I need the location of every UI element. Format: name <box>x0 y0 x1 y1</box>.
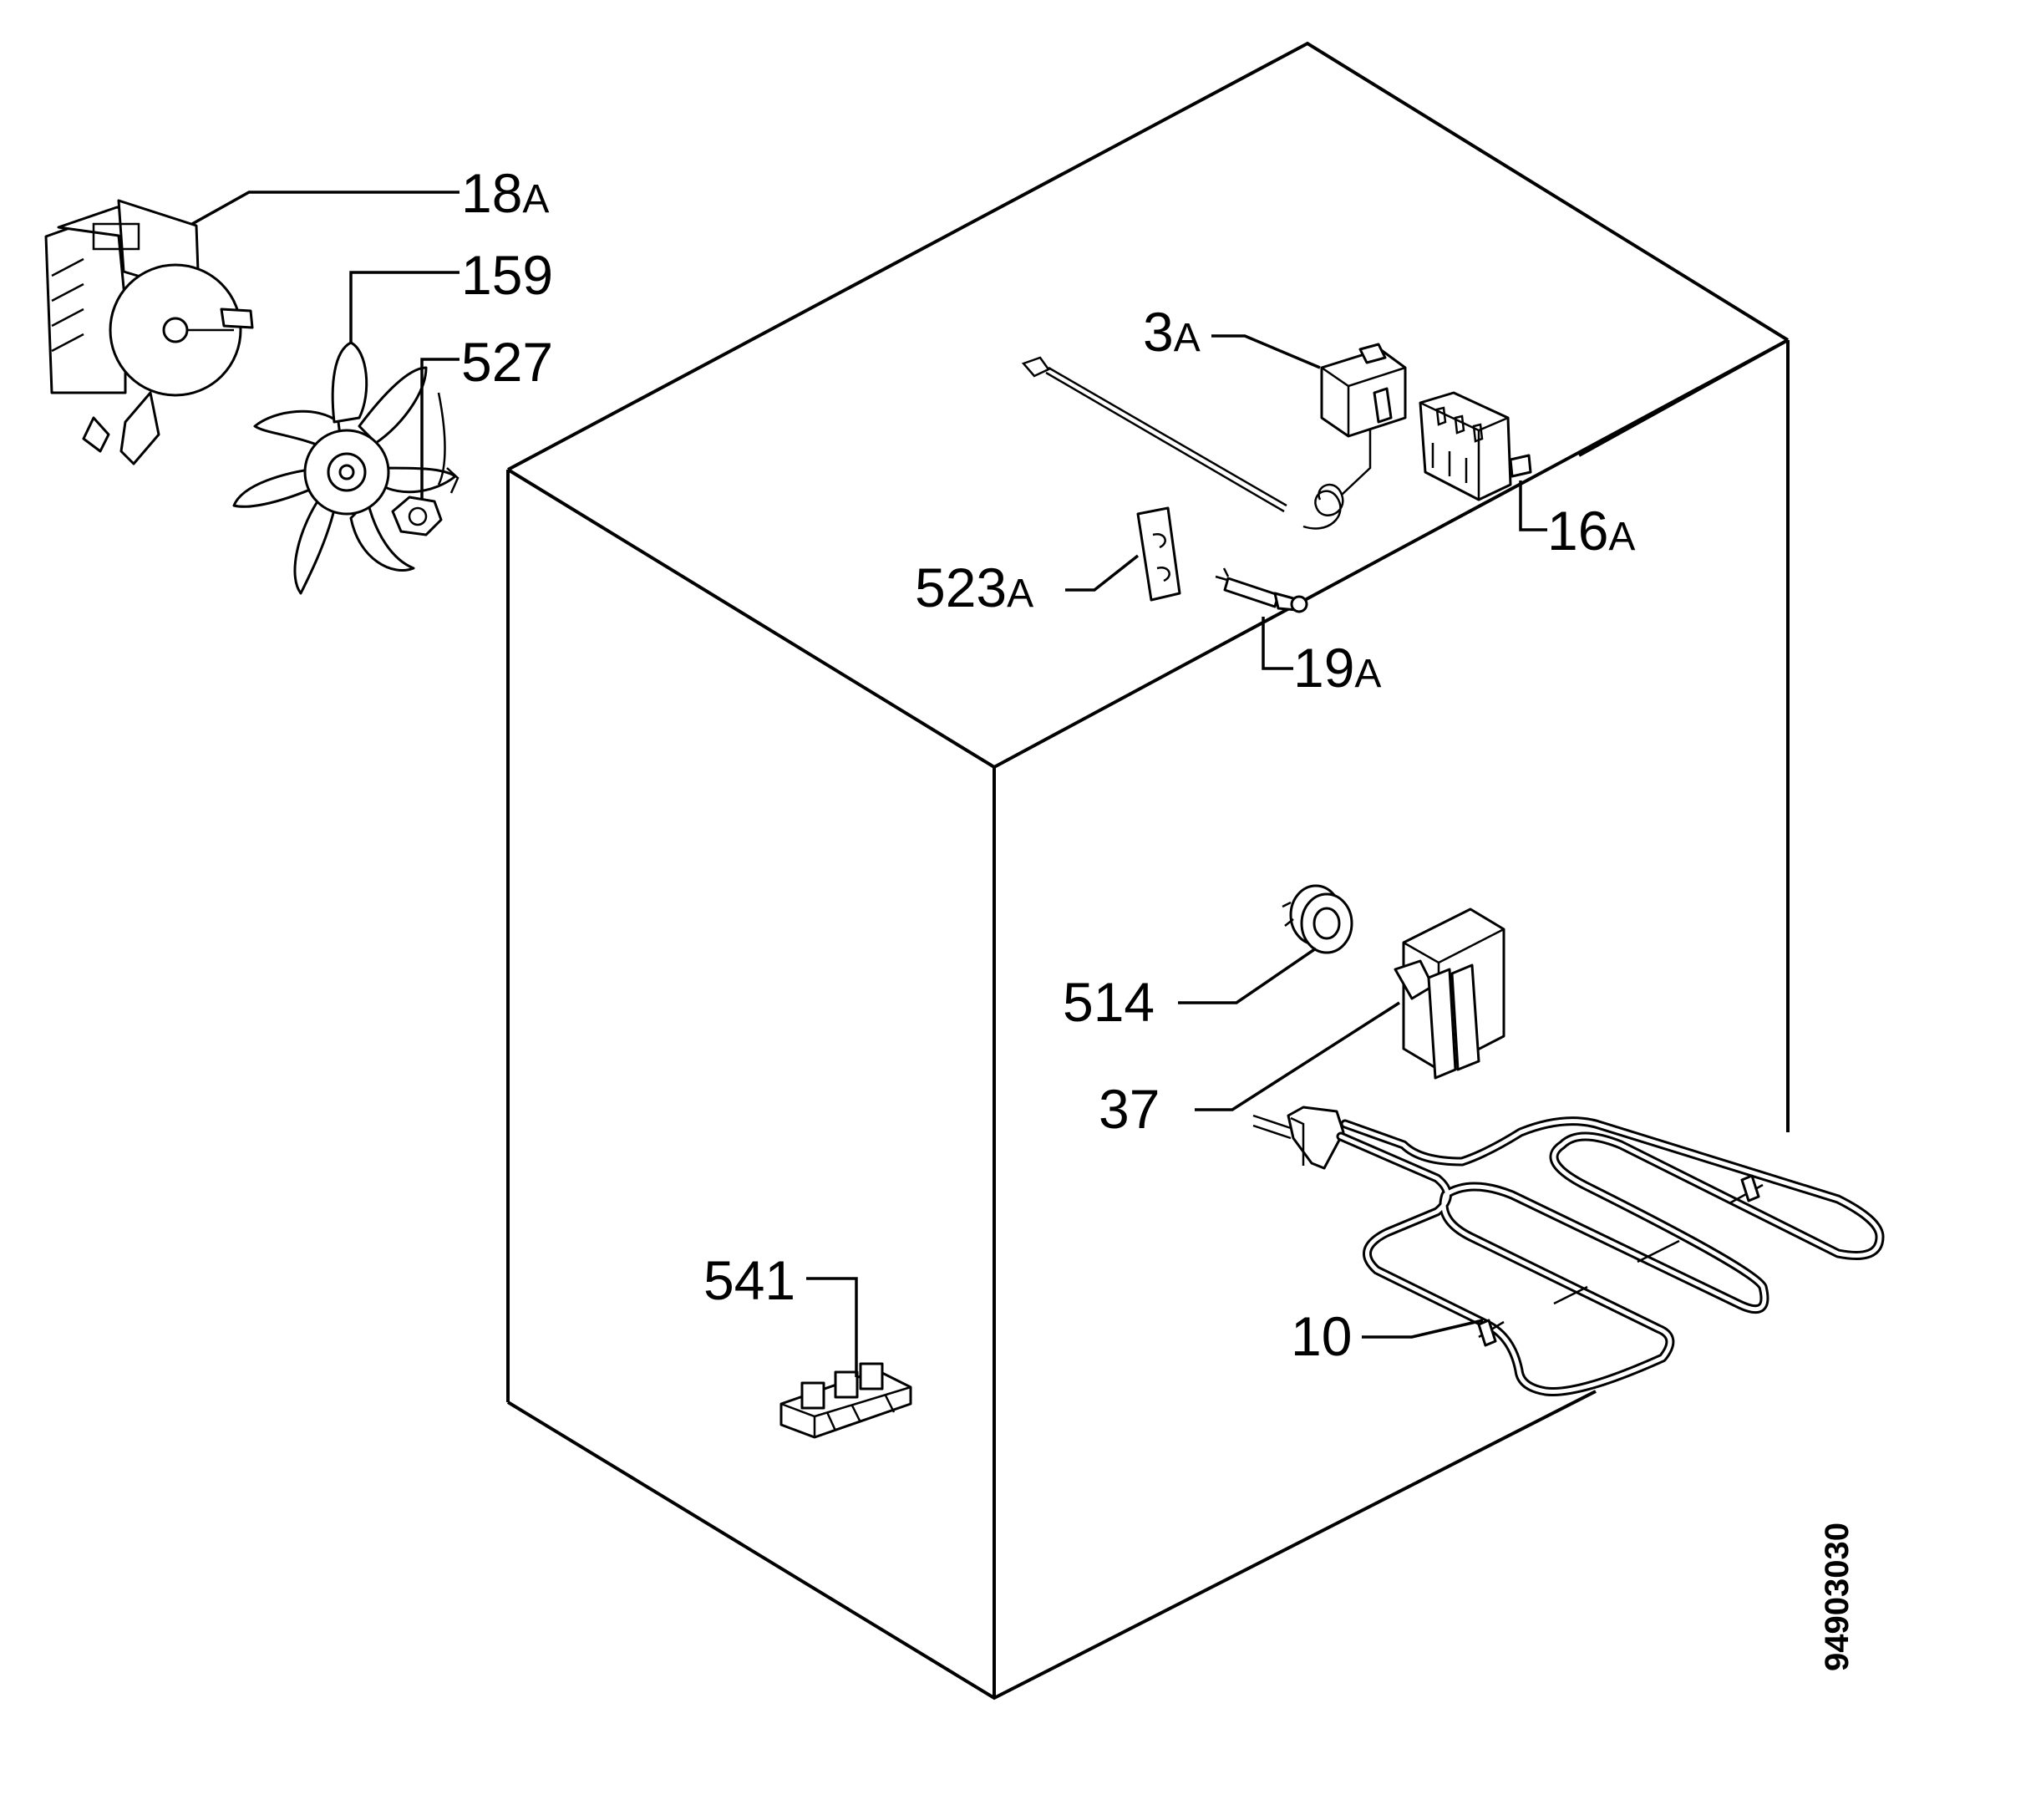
fan-motor-part <box>44 199 254 465</box>
cabinet-outline <box>506 41 1790 1701</box>
leader-bracket <box>1065 554 1140 592</box>
leader-fan-blade <box>349 271 459 343</box>
label-thermostat: 3A <box>1143 301 1201 363</box>
leader-fan-nut <box>420 358 459 500</box>
bracket-part <box>1136 506 1181 602</box>
leader-indicator-lamp <box>1262 617 1293 670</box>
drawing-code: 94903030 <box>1819 1523 1856 1671</box>
label-grill-element: 10 <box>1291 1305 1352 1367</box>
label-bracket: 523A <box>915 557 1033 618</box>
label-fan-motor: 18A <box>461 162 549 224</box>
leader-grill-element <box>1362 1319 1484 1339</box>
leader-fan-motor <box>191 191 459 226</box>
label-indicator-lamp: 19A <box>1293 637 1381 699</box>
fan-blade-part <box>232 341 457 595</box>
label-terminal-block: 541 <box>703 1249 795 1311</box>
label-fan-nut: 527 <box>461 331 553 393</box>
terminal-block-part <box>779 1362 912 1439</box>
lamp-socket-part <box>1282 884 1353 954</box>
selector-switch-part <box>1419 391 1532 501</box>
label-fan-blade: 159 <box>461 244 553 306</box>
label-terminal-cover: 37 <box>1099 1078 1160 1140</box>
part-labels: 18A 159 527 3A 16A 523A 19A 514 37 541 1… <box>461 162 1635 1367</box>
grill-element-part <box>1252 1106 1885 1396</box>
leader-lines <box>191 191 1547 1377</box>
label-selector-switch: 16A <box>1547 500 1635 562</box>
label-lamp-socket: 514 <box>1063 971 1155 1033</box>
fan-nut-part <box>391 392 459 536</box>
indicator-lamp-part <box>1215 567 1308 613</box>
leader-selector-switch <box>1519 480 1547 531</box>
thermostat-part <box>1021 343 1407 530</box>
leader-terminal-block <box>806 1277 858 1377</box>
terminal-cover-part <box>1394 907 1505 1080</box>
leader-lamp-socket <box>1178 947 1317 1004</box>
leader-thermostat <box>1211 334 1321 369</box>
leader-terminal-cover <box>1195 1001 1400 1111</box>
